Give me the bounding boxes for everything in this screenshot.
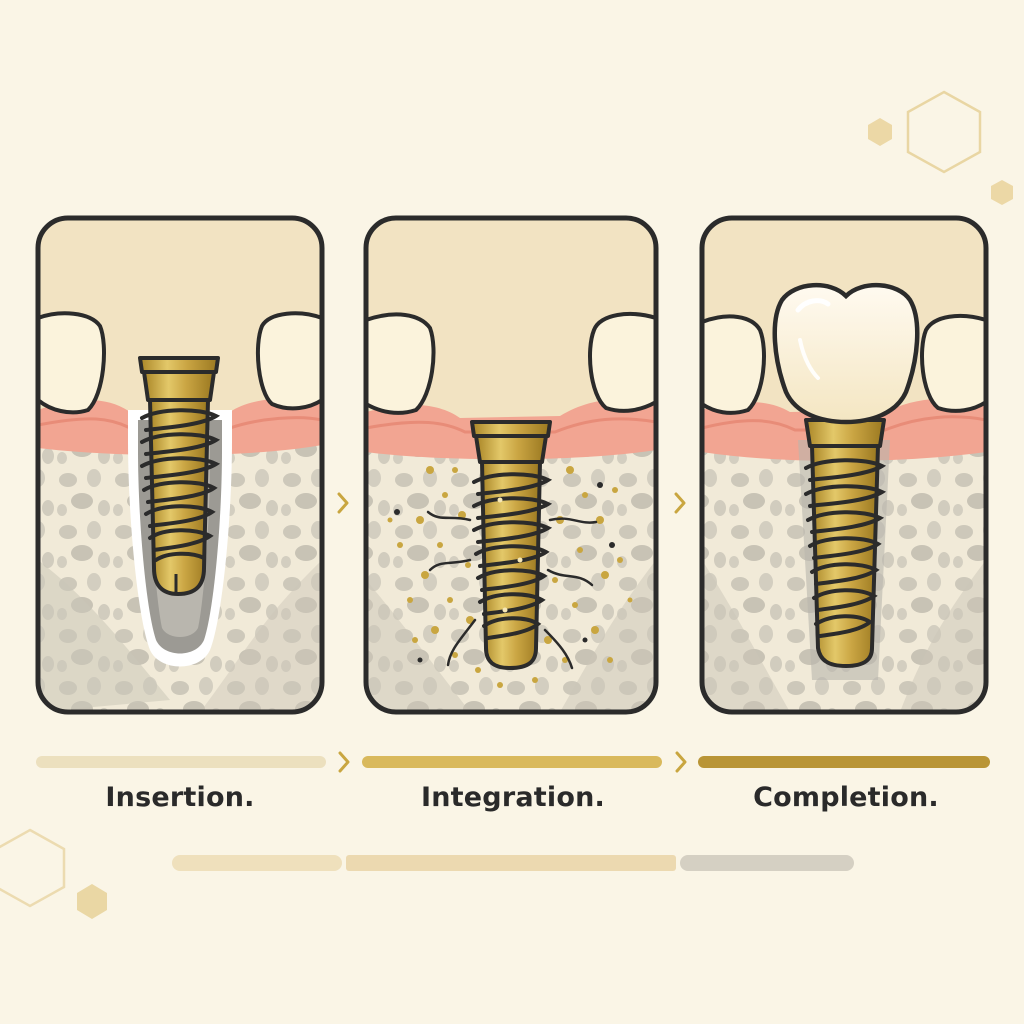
stage-label-completion: Completion.	[753, 782, 939, 813]
stage-label-integration: Integration.	[421, 782, 605, 813]
hexagon-icon	[906, 90, 982, 174]
chevron-right-icon	[338, 751, 350, 773]
crown	[772, 282, 920, 425]
chevron-right-icon	[674, 492, 686, 514]
hexagon-icon	[77, 884, 107, 919]
implant-screw	[138, 356, 221, 596]
hexagon-icon	[0, 828, 66, 908]
stage-progress-bar-1	[36, 756, 326, 768]
stage-label-insertion: Insertion.	[105, 782, 255, 813]
bottom-segmented-bar	[172, 855, 854, 871]
implant-screw	[804, 418, 887, 668]
stage-progress-bar-3	[698, 756, 990, 768]
panel-completion	[699, 215, 989, 715]
stage-progress-bar-2	[362, 756, 662, 768]
panel-insertion	[35, 215, 325, 715]
chevron-right-icon	[337, 492, 349, 514]
hexagon-icon	[868, 118, 1013, 205]
panel-integration	[363, 215, 659, 715]
implant-screw	[470, 420, 553, 670]
chevron-right-icon	[675, 751, 687, 773]
